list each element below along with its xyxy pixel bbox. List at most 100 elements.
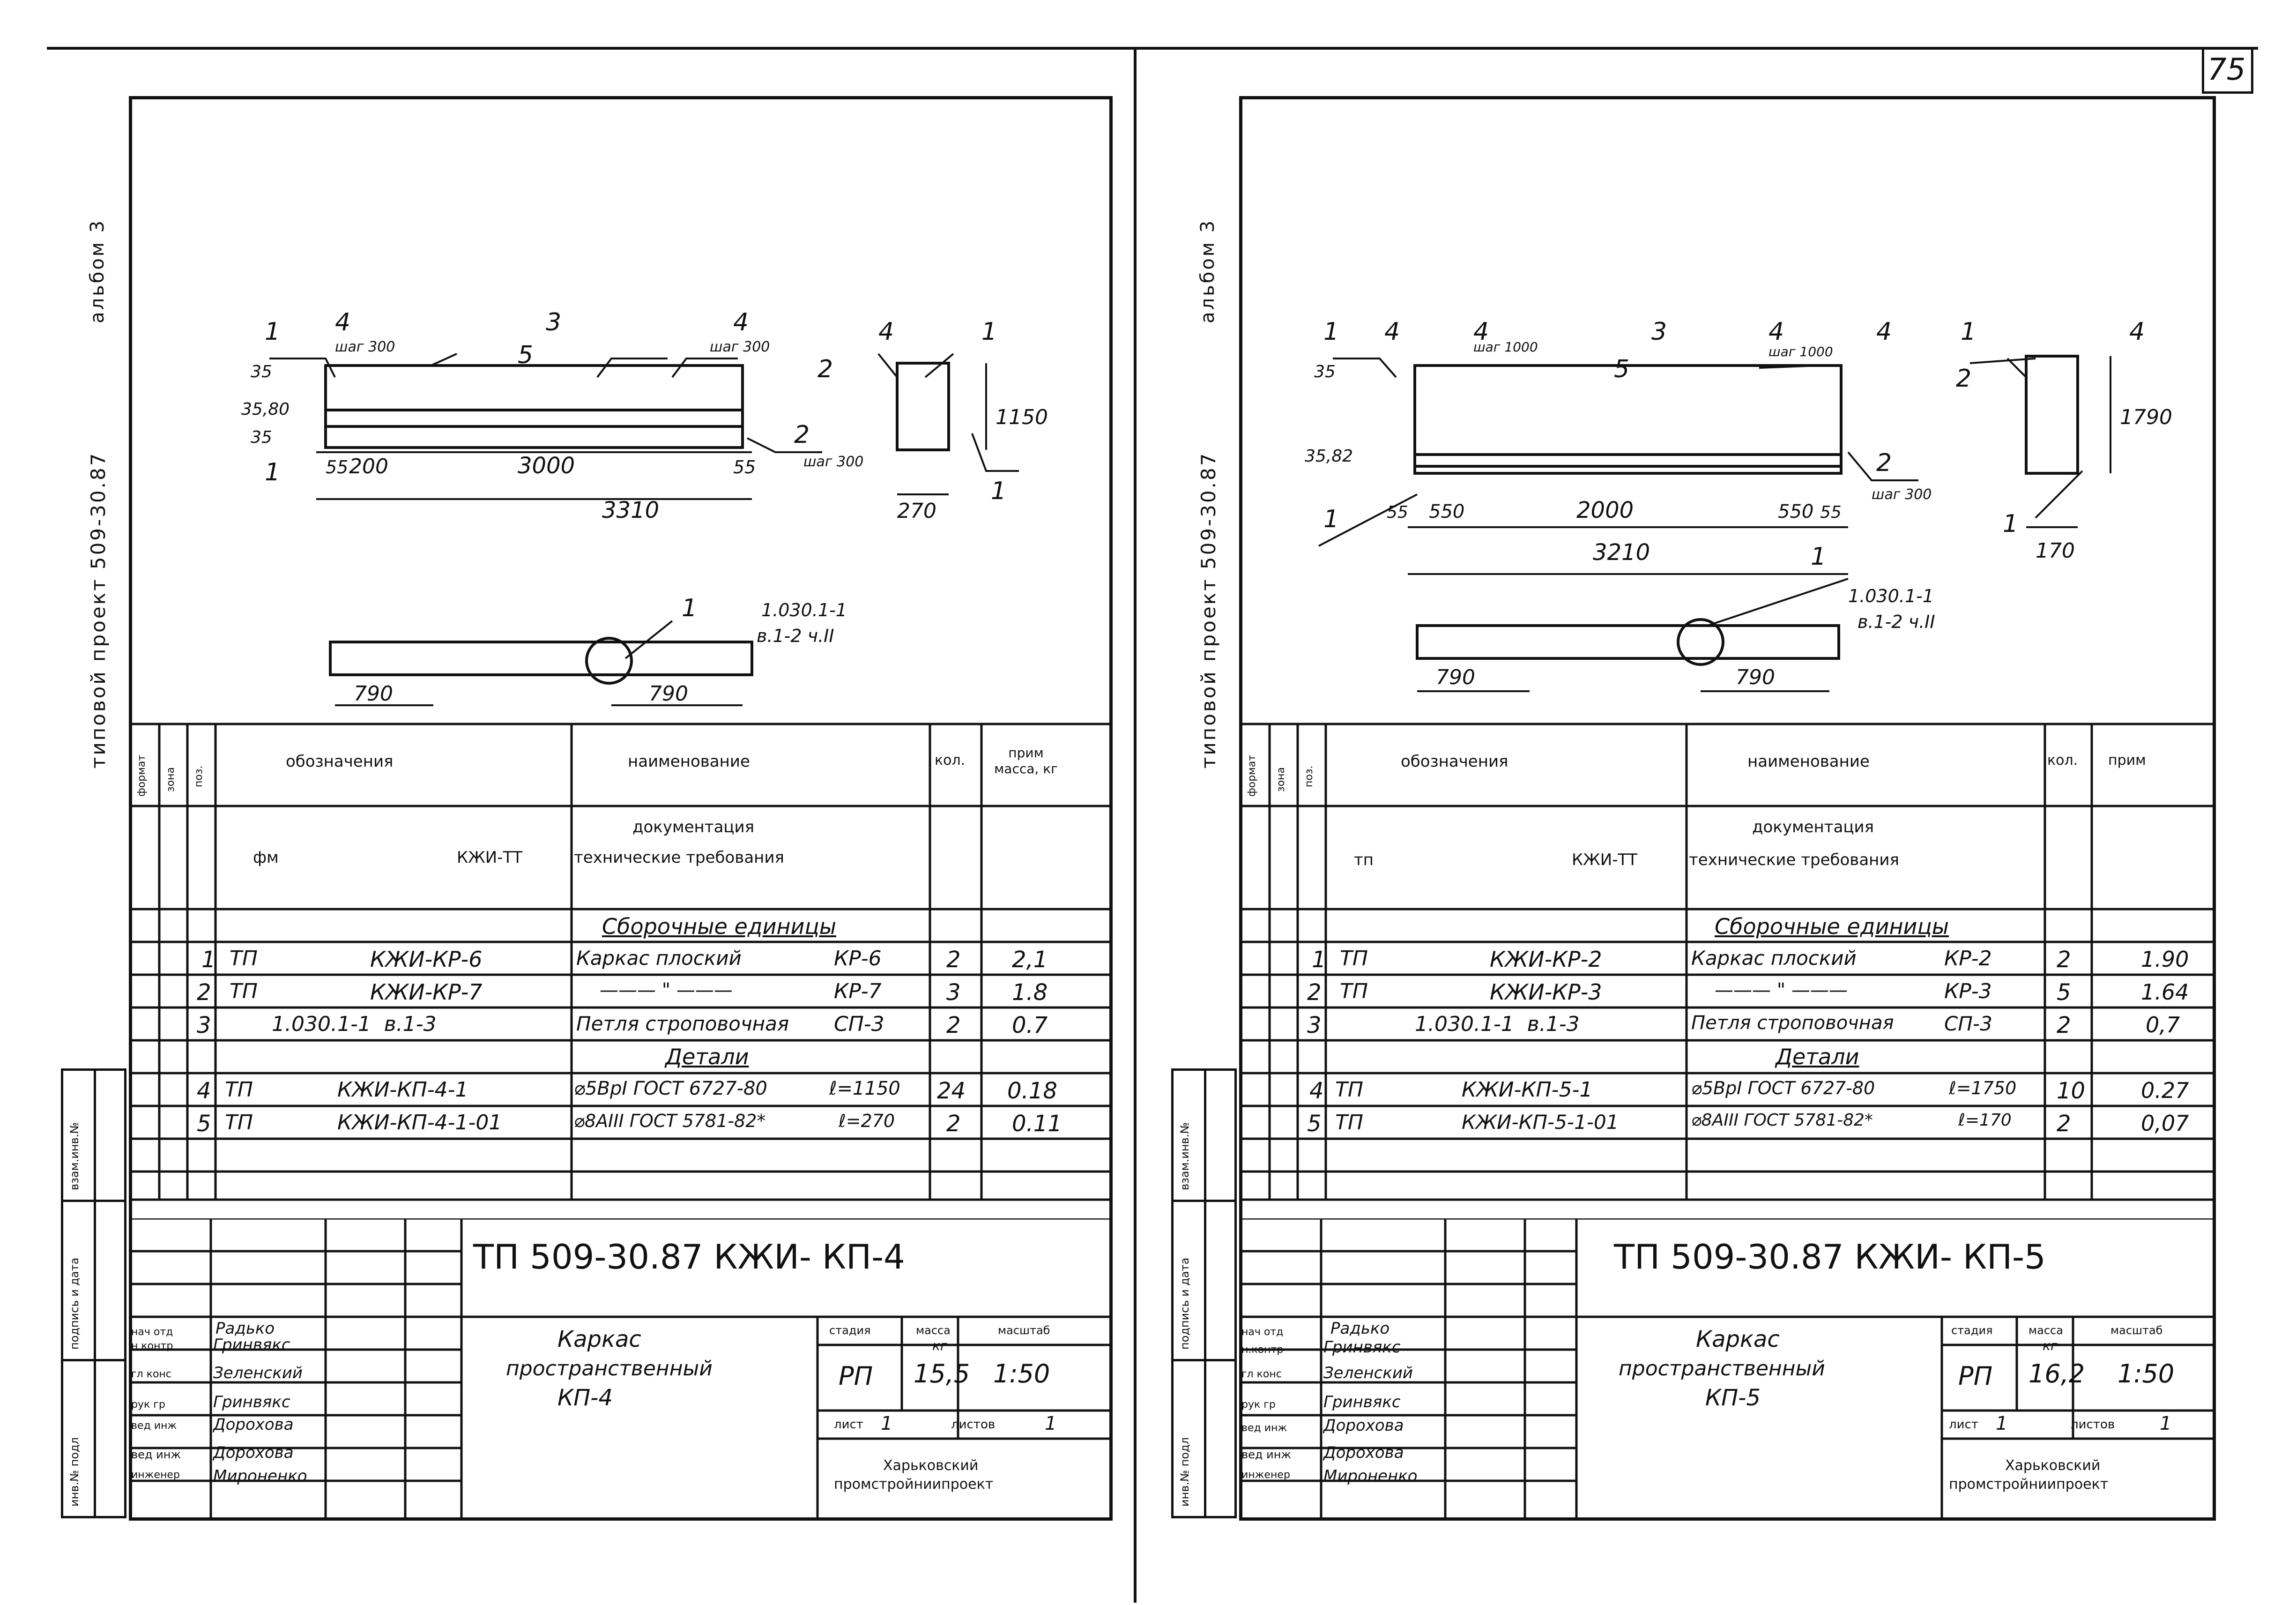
role-2: н контр [131,1340,173,1352]
callout-1a: 1 [1323,318,1339,346]
spec-header-zone-r: зона [1275,767,1287,792]
note-vol: в.1-2 ч.II [1858,612,1935,632]
title-line-1: Каркас [557,1326,641,1352]
row-3-note-r: 0,7 [2146,1012,2180,1038]
doc-left-r: тп [1354,851,1374,869]
dim-section-width: 170 [2036,539,2075,563]
row-3-name-r: Петля строповочная [1691,1012,1894,1034]
row-4-qty: 24 [937,1078,966,1104]
note-vol: в.1-2 ч.II [757,626,834,646]
row-4-designation-r: КЖИ-КП-5-1 [1462,1078,1593,1102]
row-4-note: 0.18 [1007,1078,1057,1104]
callout-1d: 1 [2003,510,2018,538]
note-ref: 1.030.1-1 [761,600,847,620]
note-step-left: шаг 1000 [1473,339,1538,355]
page-number: 75 [2207,52,2246,87]
name-3-r: Зеленский [1323,1364,1413,1382]
callout-1b: 1 [265,458,280,486]
row-2-qty-r: 5 [2057,979,2071,1006]
doc-name: технические требования [574,848,784,867]
row-2-name: ——— " ——— [600,979,733,1001]
row-5-designation: КЖИ-КП-4-1-01 [337,1111,502,1135]
name-4-r: Гринвякс [1323,1393,1401,1411]
stage-label-r: стадия [1951,1324,1993,1337]
doc-mid-r: КЖИ-ТТ [1572,851,1638,869]
mass-value: 15,5 [914,1359,970,1389]
callout-4a: 4 [1384,318,1400,346]
spec-grid-right [1239,723,2216,1201]
row-5-pos-r: 5 [1307,1111,1322,1137]
mass-value-r: 16,2 [2029,1359,2085,1389]
row-4-pos-r: 4 [1309,1078,1324,1104]
role-1-r: нач отд [1241,1326,1284,1338]
row-5-qty: 2 [946,1111,961,1137]
callout-1a: 1 [265,318,280,346]
title-grid-right [1239,1218,2216,1521]
spec-header-note-r: прим [2108,752,2146,769]
doc-mid: КЖИ-ТТ [457,848,523,867]
dim-offset: 200 [349,455,388,478]
note-step-left: шаг 300 [335,339,395,355]
spec-header-format: формат [136,754,148,797]
callout-4b: 4 [733,308,749,336]
dim-section-height: 1790 [2120,405,2172,429]
spec-header-format-r: формат [1246,754,1258,797]
spec-header-designation-r: обозначения [1401,752,1508,771]
dim-section-width: 270 [897,499,936,523]
row-3-designation: 1.030.1-1 в.1-3 [272,1012,437,1036]
drawing-kp4: 3310 3000 200 55 55 270 1150 790 790 35 … [241,308,1048,706]
spec-header-pos: поз. [193,765,205,787]
row-3-pos-r: 3 [1307,1012,1322,1038]
callout-4e: 4 [2129,318,2145,346]
row-5-designation-r: КЖИ-КП-5-1-01 [1462,1111,1619,1134]
name-6-r: Дорохова [1323,1443,1404,1462]
drawing-kp5: 3210 2000 550 550 55 55 170 1790 790 790… [1305,318,2172,692]
page-number-box [2202,47,2253,94]
row-4-designation: КЖИ-КП-4-1 [337,1078,468,1102]
row-2-prefix: ТП [230,979,258,1003]
scale-value-r: 1:50 [2118,1359,2175,1389]
row-5-note-r: 0,07 [2141,1111,2189,1136]
side-stamp-label-1-r: инв.№ подл [1178,1437,1191,1507]
row-3-note: 0.7 [1012,1012,1048,1038]
spec-header-pos-r: поз. [1303,765,1315,787]
row-1-qty: 2 [946,947,961,973]
callout-1c: 1 [981,318,997,346]
role-6-r: вед инж [1241,1448,1292,1461]
callout-3: 3 [1651,318,1667,346]
row-1-note: 2,1 [1012,947,1048,973]
dim-top-cover: 35 [1314,362,1336,381]
row-2-prefix-r: ТП [1340,979,1368,1003]
name-5-r: Дорохова [1323,1416,1404,1435]
row-4-note-r: 0.27 [2141,1078,2189,1103]
side-stamp-label-2-r: подпись и дата [1178,1257,1191,1350]
dim-web: 35,80 [241,400,290,419]
spec-header-name-r: наименование [1747,752,1870,771]
role-4-r: рук гр [1241,1399,1276,1411]
document-code-r: ТП 509-30.87 КЖИ- КП-5 [1614,1237,2046,1277]
callout-1d: 1 [991,477,1006,505]
row-5-prefix: ТП [225,1111,253,1135]
row-4-prefix-r: ТП [1335,1078,1363,1102]
frame-section [896,362,950,451]
row-1-name: Каркас плоский [576,947,742,970]
sheets-value-r: 1 [2160,1413,2172,1434]
row-4-name-r: ⌀5ВрI ГОСТ 6727-80 [1691,1078,1875,1098]
frame-plan [329,641,753,676]
note-ref: 1.030.1-1 [1848,586,1934,606]
side-stamp-col [1204,1068,1206,1518]
row-1-name2-r: КР-2 [1944,947,1992,970]
row-2-name-r: ——— " ——— [1715,979,1848,1001]
row-5-name: ⌀8АIII ГОСТ 5781-82* [574,1111,766,1131]
callout-2b: 2 [817,355,833,383]
title-line-3: КП-4 [557,1385,613,1411]
role-5-r: вед инж [1241,1422,1287,1434]
row-2-pos-r: 2 [1307,979,1322,1006]
frame-plan [1416,624,1840,660]
scale-label-r: масштаб [2110,1324,2163,1337]
row-3-qty: 2 [946,1012,961,1038]
document-code: ТП 509-30.87 КЖИ- КП-4 [473,1237,905,1277]
org-line-2-r: промстройниипроект [1949,1476,2109,1493]
row-4-name2: ℓ=1150 [829,1078,900,1099]
sheets-label-r: листов [2071,1418,2115,1432]
